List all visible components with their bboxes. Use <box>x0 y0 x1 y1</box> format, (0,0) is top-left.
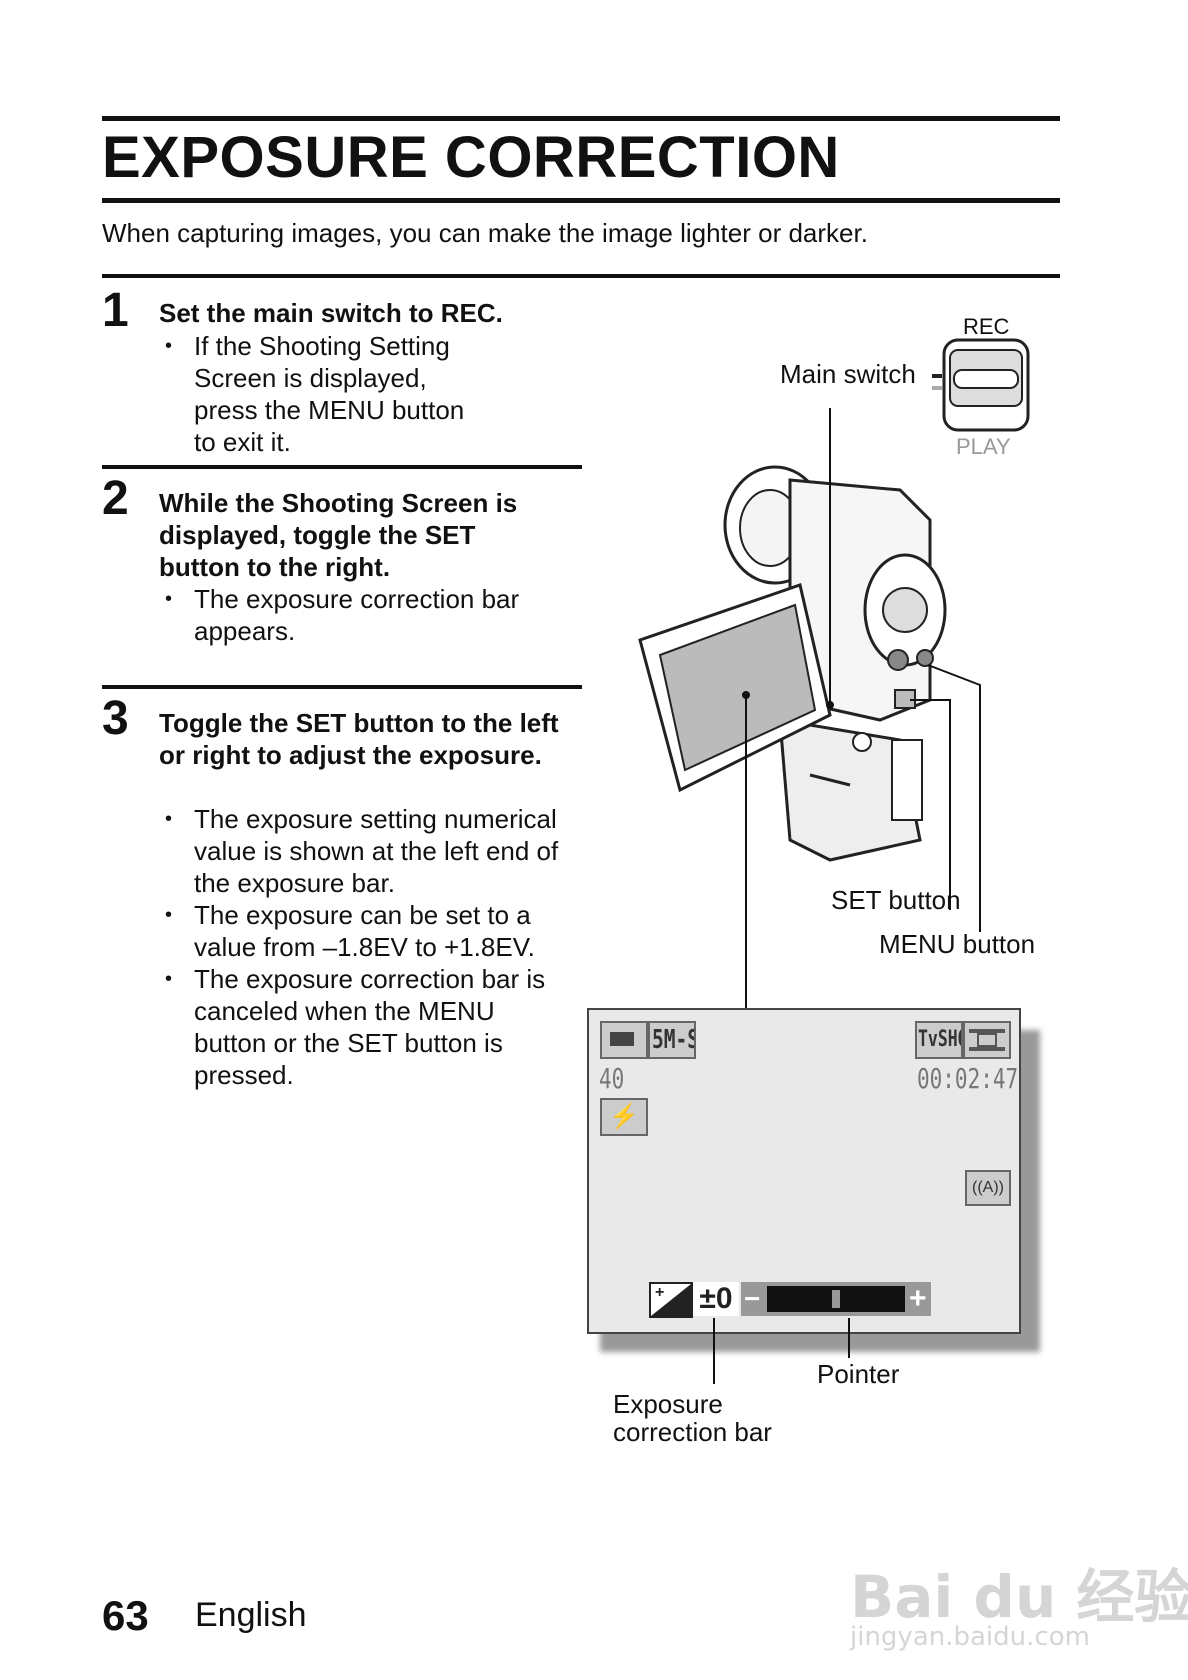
pointer-label: Pointer <box>817 1359 900 1389</box>
exposure-value: ±0 <box>693 1282 739 1316</box>
watermark-url: jingyan.baidu.com <box>850 1622 1090 1652</box>
step-2-rule <box>102 465 582 469</box>
step-3-bullet: The exposure correction bar is canceled … <box>159 963 559 1091</box>
flash-icon: ⚡ <box>600 1098 648 1136</box>
exposure-pointer <box>832 1290 840 1308</box>
shots-remaining: 40 <box>599 1062 625 1095</box>
camera-body <box>723 465 947 862</box>
step-2-bullets: The exposure correction bar appears. <box>159 583 559 647</box>
quality-text: TvSHQ <box>918 1027 963 1052</box>
camera-illustration <box>638 338 1030 1008</box>
exposure-plus: + <box>909 1282 927 1315</box>
intro-text: When capturing images, you can make the … <box>102 218 868 248</box>
title-bottom-rule <box>102 198 1060 203</box>
set-button-leader <box>910 699 951 910</box>
exposure-correction-bar: + ±0 − + <box>649 1282 931 1318</box>
step-2-number: 2 <box>102 472 129 525</box>
exposure-bar-label-line1: Exposure <box>613 1389 723 1419</box>
page-language: English <box>195 1596 307 1634</box>
exposure-bar-label-line2: correction bar <box>613 1417 772 1447</box>
main-switch-icon <box>932 338 1030 432</box>
step-1-number: 1 <box>102 284 129 337</box>
switch-play-label: PLAY <box>956 434 1011 459</box>
step-3-heading: Toggle the SET button to the left or rig… <box>159 708 559 770</box>
exposure-bar-leader <box>713 1318 715 1384</box>
step-1-bullet: If the Shooting Setting Screen is displa… <box>159 330 489 458</box>
resolution-text: 5M-S <box>652 1025 696 1055</box>
switch-rec-label: REC <box>963 314 1010 339</box>
exposure-minus: − <box>744 1283 761 1314</box>
step-3-rule <box>102 685 582 689</box>
resolution-icon: 5M-S <box>648 1021 696 1059</box>
step-1-bullets: If the Shooting Setting Screen is displa… <box>159 330 489 458</box>
step-3-bullet: The exposure setting numerical value is … <box>159 803 559 899</box>
menu-button-label: MENU button <box>879 929 1036 959</box>
lcd-screen: 5M-S TvSHQ 40 00:02:47 ⚡ ((A)) + ±0 − + <box>587 1008 1021 1334</box>
main-switch-label: Main switch <box>780 359 916 389</box>
battery-icon <box>600 1021 648 1059</box>
exposure-icon: + <box>649 1282 693 1318</box>
title-top-rule <box>102 116 1060 121</box>
lcd-panel-illustration <box>638 583 832 793</box>
watermark-brand: Bai du 经验 <box>850 1563 1188 1631</box>
pointer-leader <box>848 1318 850 1358</box>
step-2-bullet: The exposure correction bar appears. <box>159 583 559 647</box>
exposure-track: − + <box>741 1282 931 1316</box>
step-3-bullet: The exposure can be set to a value from … <box>159 899 559 963</box>
step-2-heading: While the Shooting Screen is displayed, … <box>159 488 518 582</box>
menu-button-leader <box>927 664 981 932</box>
intro-rule <box>102 274 1060 278</box>
step-3-number: 3 <box>102 692 129 745</box>
time-remaining: 00:02:47 <box>917 1062 1019 1095</box>
step-3-bullets: The exposure setting numerical value is … <box>159 803 559 1091</box>
step-1-heading: Set the main switch to REC. <box>159 298 503 328</box>
quality-icon: TvSHQ <box>915 1021 963 1059</box>
page-number: 63 <box>102 1592 149 1639</box>
film-icon <box>963 1021 1011 1059</box>
page-title: EXPOSURE CORRECTION <box>102 125 840 190</box>
image-stabilizer-icon: ((A)) <box>965 1170 1011 1206</box>
set-button-label: SET button <box>831 885 961 915</box>
